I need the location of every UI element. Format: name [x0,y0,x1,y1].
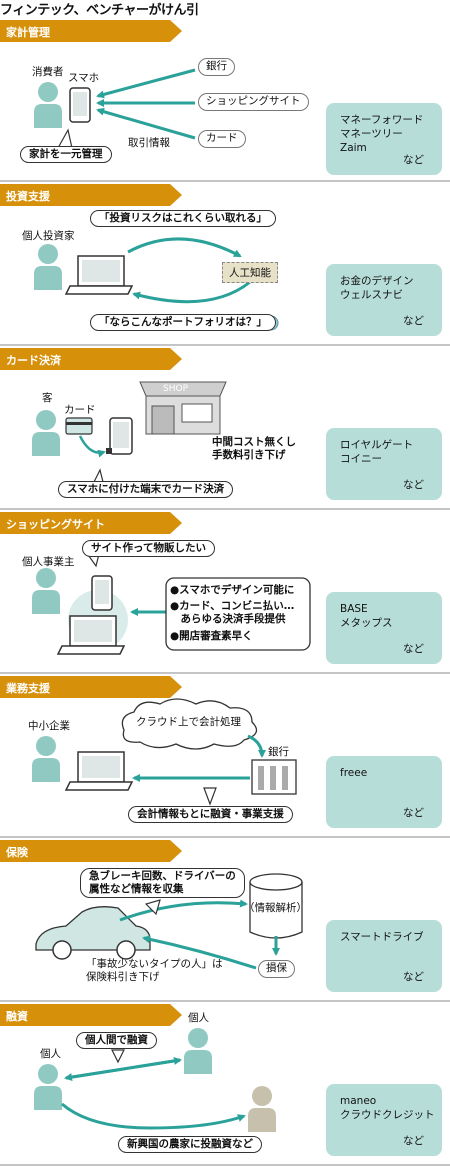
toushi-bubble-bottom: 「ならこんなポートフォリオは？」 [90,314,276,332]
kakei-bubble: 家計を一元管理 [20,146,112,164]
hoken-bubble: 急ブレーキ回数、ドライバーの 属性など情報を収集 [80,868,245,899]
section-header: ショッピングサイト [6,518,105,531]
person-icon [32,410,60,456]
card-label: カード [64,404,96,416]
shopping-bubble: サイト作って物販したい [82,540,215,558]
nado-label: など [403,642,424,655]
person-icon [32,568,60,614]
shop-icon [139,381,227,435]
nado-label: など [403,153,424,166]
person-icon [32,736,60,782]
card-bubble: スマホに付けた端末でカード決済 [58,481,234,499]
person-icon [248,1086,276,1132]
section-hoken: 保険 急ブレーキ回数、ドライバーの 属性など情報を収集 （情報解析） 損保 「事… [0,840,450,1002]
ai-label: 人工知能 [222,262,278,283]
company-names: maneo クラウドクレジット [340,1095,435,1122]
section-card: カード決済 客 カード SHOP 中間コスト無くし 手数料引き下げ スマホに付け… [0,348,450,510]
shop-sign: SHOP [163,384,188,394]
section-header-bar [0,20,182,42]
investor-label: 個人投資家 [22,230,75,242]
section-yushi: 融資 個人 個人 個人間で融資 新興国の農家に投融資など maneo クラウドク… [0,1004,450,1167]
company-box: マネーフォワード マネーツリー Zaim など [326,103,442,175]
company-box: お金のデザイン ウェルスナビ など [326,264,442,336]
credit-card-icon [65,417,93,435]
company-names: BASE メタップス [340,603,393,630]
person-left-label: 個人 [40,1048,61,1060]
cloud-label: クラウド上で会計処理 [136,716,241,728]
sme-label: 中小企業 [28,720,70,732]
laptop-icon [64,751,134,791]
company-names: お金のデザイン ウェルスナビ [340,275,414,302]
section-toushi: 投資支援 個人投資家 「投資リスクはこれくらい取れる」 人工知能 「ならこんなポ… [0,184,450,346]
company-box: BASE メタップス など [326,592,442,664]
car-icon [35,906,151,960]
shopping-tag: ショッピングサイト [198,93,309,111]
company-names: マネーフォワード マネーツリー Zaim [340,114,424,155]
bank-label: 銀行 [268,746,289,758]
discount-label: 「事故少ないタイプの人」は 保険料引き下げ [86,958,223,984]
bank-tag: 銀行 [198,58,235,76]
page-title: フィンテック、ベンチャーがけん引 [0,3,199,18]
company-names: スマートドライブ [340,931,424,943]
list-item: ●カード、コンビニ払い… あらゆる決済手段提供 [170,600,295,626]
company-box: スマートドライブ など [326,920,442,992]
gyomu-bubble: 会計情報もとに融資・事業支援 [128,806,293,824]
nado-label: など [403,478,424,491]
smartphone-label: スマホ [68,72,100,84]
person-icon [34,82,62,128]
section-header: 家計管理 [6,26,50,39]
bank-building-icon [251,759,297,795]
sonpo-tag: 損保 [258,960,295,978]
person-right-label: 個人 [188,1012,209,1024]
section-gyomu: 業務支援 中小企業 クラウド上で会計処理 銀行 会計情報もとに融資・事業支援 f… [0,676,450,838]
section-kakei: 家計管理 消費者 スマホ 銀行 ショッピングサイト カード 取引情報 家計を一元… [0,20,450,182]
section-header: カード決済 [6,354,61,367]
section-shopping: ショッピングサイト 個人事業主 サイト作って物販したい ●スマホでデザイン可能に… [0,512,450,674]
section-header: 保険 [6,846,28,859]
nado-label: など [403,314,424,327]
nado-label: など [403,1134,424,1147]
trade-info-label: 取引情報 [128,137,170,149]
nado-label: など [403,970,424,983]
card-tag: カード [198,130,246,148]
yushi-bubble-bottom: 新興国の農家に投融資など [118,1136,262,1154]
database-icon [249,873,303,939]
company-names: freee [340,767,368,779]
section-header: 業務支援 [6,682,50,695]
customer-label: 客 [42,392,53,404]
analysis-label: （情報解析） [244,902,307,914]
company-names: ロイヤルゲート コイニー [340,439,414,466]
list-item: ●開店審査素早く [170,630,253,642]
company-box: freee など [326,756,442,828]
nado-label: など [403,806,424,819]
section-header: 投資支援 [6,190,50,203]
owner-label: 個人事業主 [22,556,75,568]
laptop-icon [64,255,134,295]
company-box: maneo クラウドクレジット など [326,1084,442,1156]
person-icon [34,1064,62,1110]
toushi-bubble-top: 「投資リスクはこれくらい取れる」 [90,210,276,228]
cloud-icon [121,698,258,750]
company-box: ロイヤルゲート コイニー など [326,428,442,500]
section-header: 融資 [6,1010,28,1023]
yushi-bubble: 個人間で融資 [76,1032,157,1050]
list-item: ●スマホでデザイン可能に [170,584,295,596]
consumer-label: 消費者 [32,66,64,78]
person-icon [34,244,62,290]
person-icon [184,1028,212,1074]
cost-note: 中間コスト無くし 手数料引き下げ [212,436,296,462]
laptop-icon [56,615,126,655]
